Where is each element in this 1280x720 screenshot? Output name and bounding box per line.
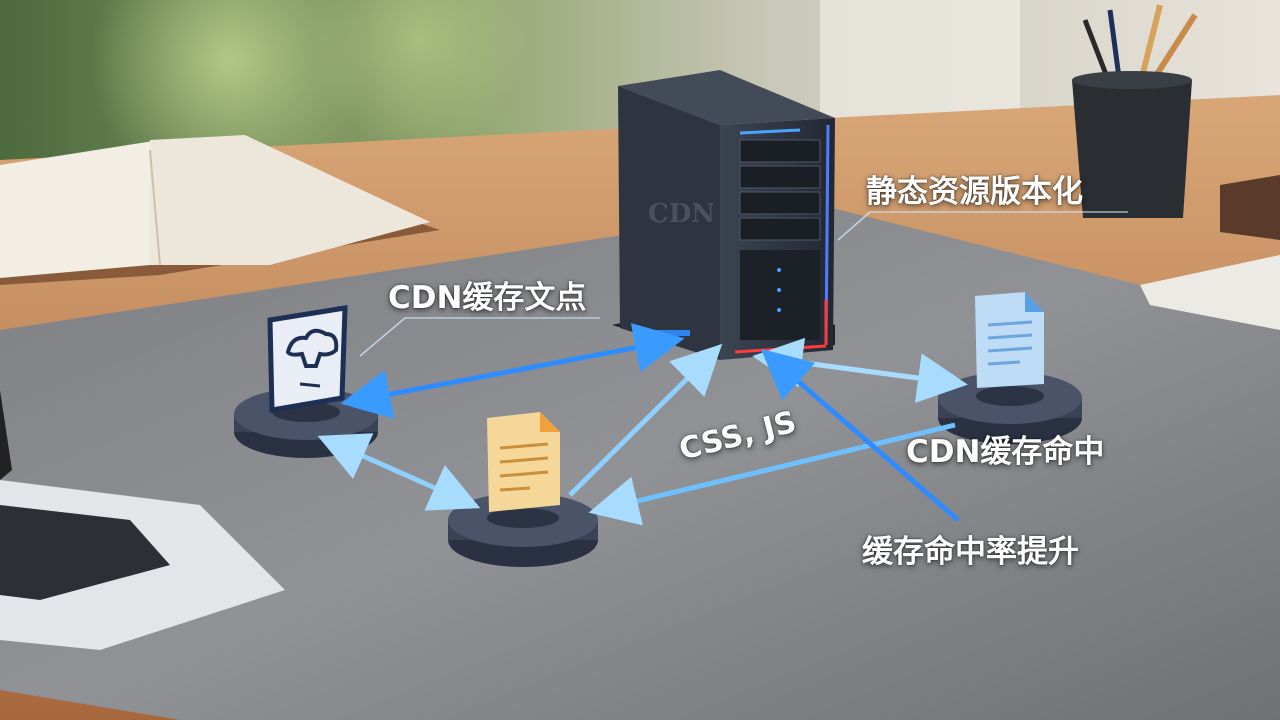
pedestal-middle	[448, 493, 598, 567]
label-hit-rate-up: 缓存命中率提升	[862, 534, 1079, 570]
cloud-document-icon	[267, 305, 348, 413]
pen-cup	[1072, 4, 1198, 218]
label-cache-hit: CDN缓存命中	[906, 434, 1105, 470]
label-cdn-node: CDN缓存文点	[388, 280, 587, 316]
label-versioning: 静态资源版本化	[866, 174, 1083, 210]
arrows	[317, 323, 968, 526]
file-document-icon	[975, 292, 1044, 388]
laptop	[0, 390, 285, 650]
cdn-server: CDN	[612, 70, 835, 360]
server-logo: CDN	[648, 199, 715, 229]
pedestal-right	[938, 372, 1082, 444]
open-book	[0, 135, 440, 285]
document-icon	[487, 412, 560, 512]
